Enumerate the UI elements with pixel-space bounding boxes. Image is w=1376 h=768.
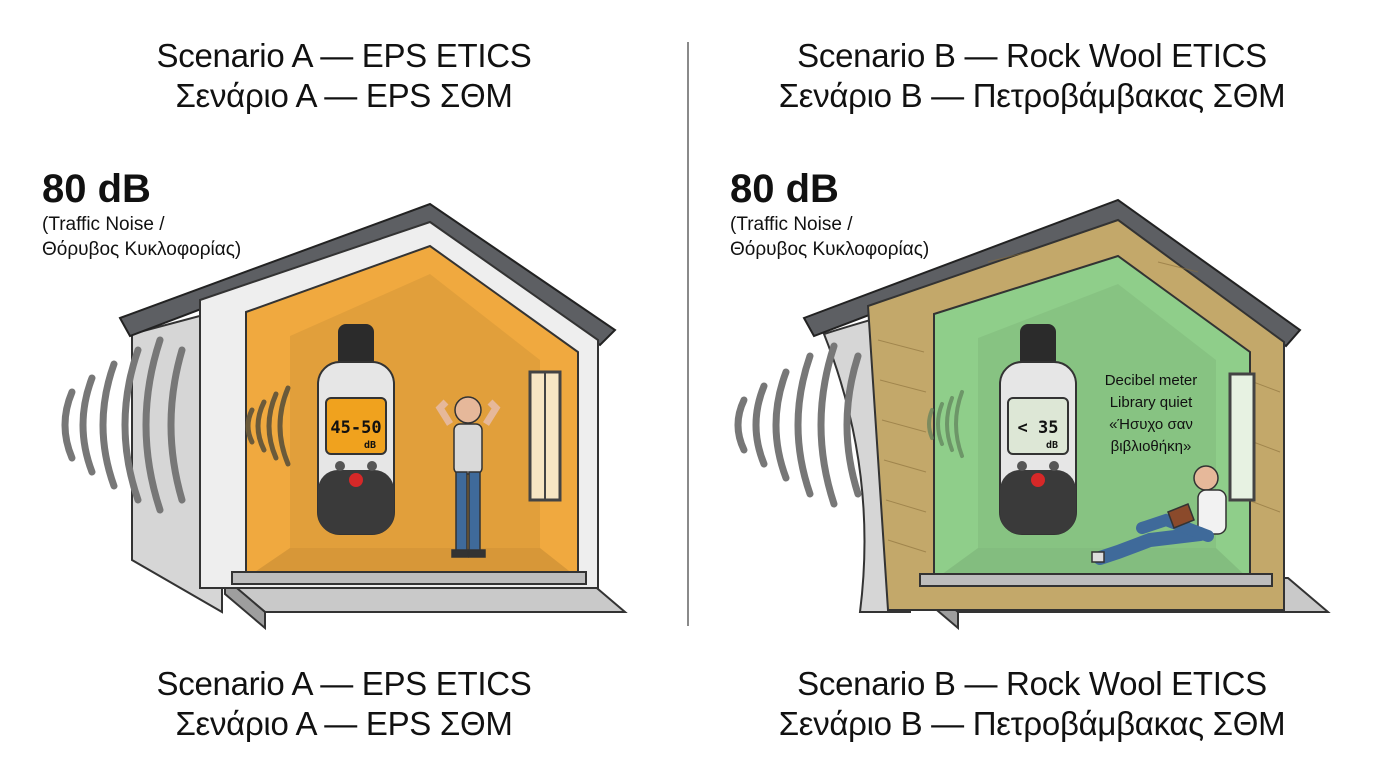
scenario-b-noise-level: 80 dB [730,167,839,211]
scenario-a-meter-display [325,397,387,455]
scenario-b-title: Scenario B — Rock Wool ETICS Σενάριο Β —… [688,36,1376,116]
scenario-a-roof [118,202,617,347]
scenario-b-floor [934,548,1250,580]
scenario-a-inside-sound-waves [245,385,291,467]
scenario-b-note-line1: Decibel meter [1104,372,1198,389]
scenario-a-bottom-title-en: Scenario A — EPS ETICS [156,665,532,702]
scenario-b-note-line2: Library quiet [1109,394,1193,411]
scenario-b-note-line4: βιβλιοθήκη» [1110,438,1192,455]
scenario-a-noise-label-el: Θόρυβος Κυκλοφορίας) [42,239,242,260]
scenario-a-bottom-title: Scenario A — EPS ETICS Σενάριο Α — EPS Σ… [0,664,688,744]
scenario-a-title-en: Scenario A — EPS ETICS [156,37,532,74]
scenario-b-bottom-title: Scenario B — Rock Wool ETICS Σενάριο Β —… [688,664,1376,744]
scenario-a-bottom-title-el: Σενάριο Α — EPS ΣΘΜ [175,705,513,742]
scenario-a-noise-label-en: (Traffic Noise / [42,214,165,235]
scenario-b-outside-sound-waves [734,342,862,508]
scenario-a-panel: Scenario A — EPS ETICS Σενάριο Α — EPS Σ… [0,36,688,744]
scenario-b-quiet-annotation: Decibel meter Library quiet «Ήσυχο σαν β… [1092,370,1210,458]
scenario-b-reading-person [1091,465,1227,565]
scenario-a-floor [246,548,578,578]
scenario-b-roof [802,198,1302,348]
scenario-b-window [1228,372,1256,502]
scenario-a-meter-unit: dB [364,440,376,451]
scenario-a-meter-power-button [349,473,363,487]
scenario-b-meter-unit: dB [1046,440,1058,451]
panel-divider [687,42,689,626]
scenario-b-noise-label-en: (Traffic Noise / [730,214,853,235]
scenario-b-decibel-meter [999,324,1077,535]
scenario-b-noise-label: (Traffic Noise / Θόρυβος Κυκλοφορίας) [730,212,929,262]
scenario-b-inside-sound-waves [927,390,964,458]
scenario-a-noise-label: (Traffic Noise / Θόρυβος Κυκλοφορίας) [42,212,241,262]
scenario-b-meter-power-button [1031,473,1045,487]
scenario-a-noise-level: 80 dB [42,167,151,211]
scenario-b-book [1167,503,1195,529]
scenario-b-bottom-title-en: Scenario B — Rock Wool ETICS [797,665,1267,702]
scenario-a-meter-value: 45-50 [330,418,381,438]
scenario-b-meter-value: < 35 [1018,418,1059,438]
scenario-a-decibel-meter [317,324,395,535]
scenario-b-meter-display [1007,397,1069,455]
scenario-a-annoyed-person [435,396,501,558]
scenario-b-note-line3: «Ήσυχο σαν [1109,416,1193,433]
scenario-b-title-el: Σενάριο Β — Πετροβάμβακας ΣΘΜ [778,77,1286,114]
scenario-b-title-en: Scenario B — Rock Wool ETICS [797,37,1267,74]
scenario-a-outside-sound-waves [61,336,186,514]
scenario-a-title-el: Σενάριο Α — EPS ΣΘΜ [175,77,513,114]
scenario-b-house-illustration: < 35 dB [734,198,1331,631]
scenario-b-noise-label-el: Θόρυβος Κυκλοφορίας) [730,239,930,260]
scenario-b-panel: Scenario B — Rock Wool ETICS Σενάριο Β —… [688,0,1376,768]
scenario-a-house-illustration: 45-50 dB [61,202,628,631]
scenario-b-bottom-title-el: Σενάριο Β — Πετροβάμβακας ΣΘΜ [778,705,1286,742]
scenario-a-title: Scenario A — EPS ETICS Σενάριο Α — EPS Σ… [0,36,688,116]
